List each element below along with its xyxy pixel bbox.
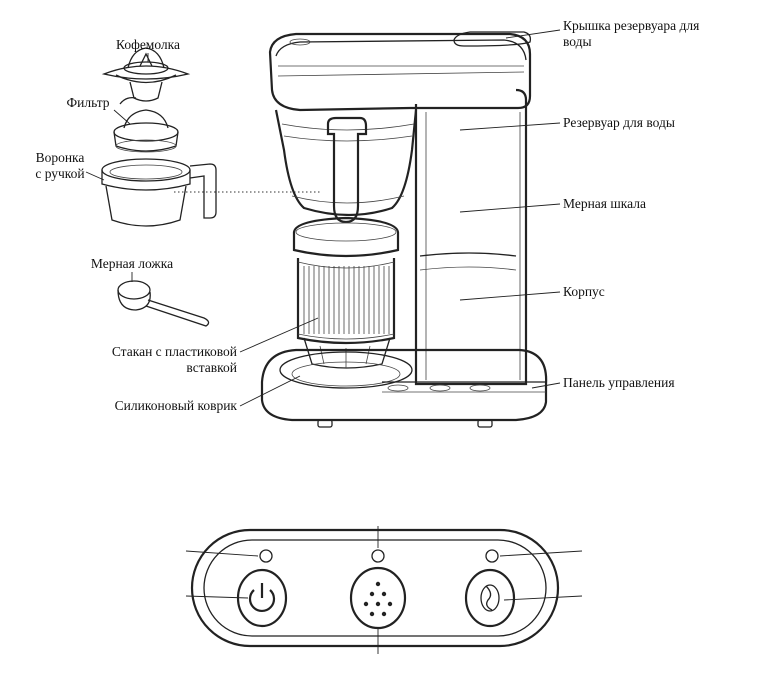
label-funnel-line1: Воронка xyxy=(36,150,85,165)
label-cup-line2: вставкой xyxy=(186,360,237,375)
diagram-labels: Кофемолка Фильтр Воронка с ручкой Мерная… xyxy=(35,18,699,413)
label-body: Корпус xyxy=(563,284,605,299)
label-scale: Мерная шкала xyxy=(563,196,646,211)
label-filter: Фильтр xyxy=(66,95,109,110)
ground-coffee-dot xyxy=(381,611,387,617)
ground-coffee-dot xyxy=(375,601,381,607)
label-mat: Силиконовый коврик xyxy=(115,398,238,413)
control-panel-labels xyxy=(185,526,583,654)
label-grinder: Кофемолка xyxy=(116,37,180,52)
grinder-drawing xyxy=(101,47,191,105)
ground-coffee-dot xyxy=(387,601,393,607)
control-panel-drawing xyxy=(190,528,560,648)
measuring-spoon-drawing xyxy=(117,280,210,327)
coffee-beans-button-icon xyxy=(464,568,516,628)
label-funnel-line2: с ручкой xyxy=(35,166,84,181)
ground-coffee-dot xyxy=(369,611,375,617)
funnel-drawing xyxy=(101,158,320,227)
ground-indicator-icon xyxy=(371,549,385,563)
filter-drawing xyxy=(113,109,179,153)
label-cup-line1: Стакан с пластиковой xyxy=(112,344,237,359)
power-indicator-icon xyxy=(259,549,273,563)
label-panel: Панель управления xyxy=(563,375,675,390)
label-reservoir: Резервуар для воды xyxy=(563,115,675,130)
beans-indicator-icon xyxy=(485,549,499,563)
coffee-maker-drawing xyxy=(260,31,548,428)
ground-coffee-button-icon xyxy=(349,566,407,630)
ground-coffee-dot xyxy=(381,591,387,597)
ground-coffee-dot xyxy=(369,591,375,597)
label-lid-line2: воды xyxy=(563,34,592,49)
ground-coffee-dot xyxy=(363,601,369,607)
label-spoon: Мерная ложка xyxy=(91,256,173,271)
label-lid-line1: Крышка резервуара для xyxy=(563,18,699,33)
ground-coffee-dot xyxy=(375,581,381,587)
